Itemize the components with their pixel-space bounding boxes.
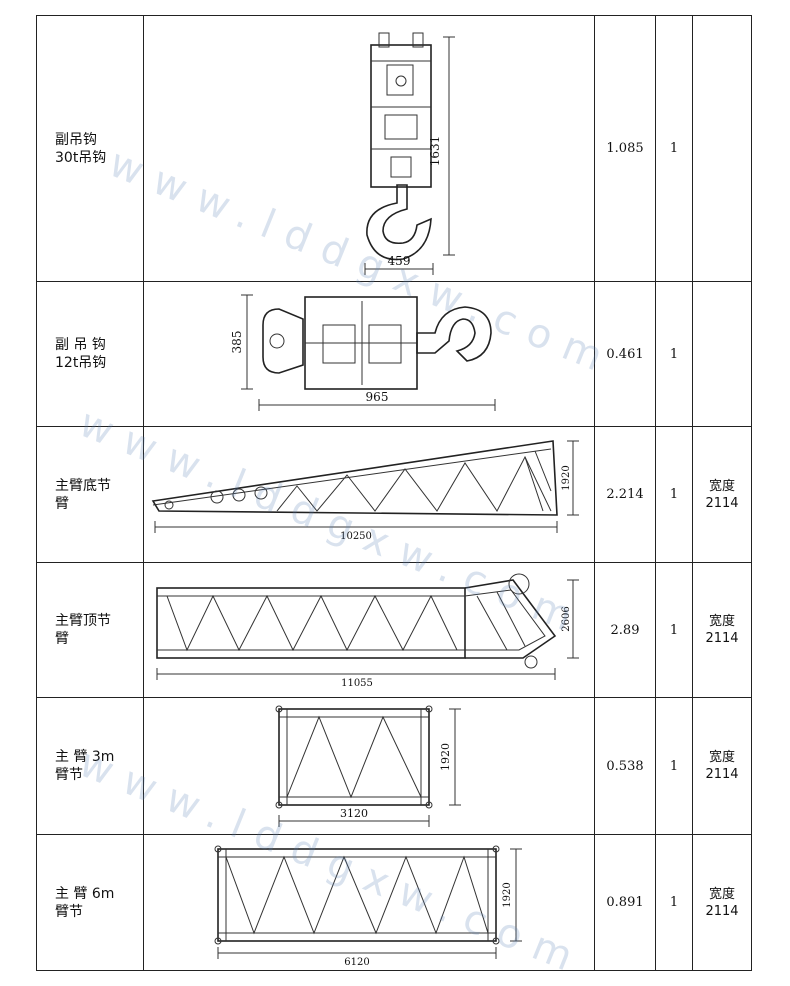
component-name-cell: 副 吊 钩 12t吊钩 (36, 281, 144, 427)
boom-base-section-drawing: 1920 10250 (151, 439, 579, 542)
width-dimension: 965 (366, 390, 389, 404)
component-name-cell: 主 臂 6m 臂节 (36, 834, 144, 971)
note-value: 2114 (705, 495, 739, 511)
width-dimension: 6120 (344, 957, 369, 967)
note-label: 宽度 (708, 478, 735, 494)
height-dimension: 385 (230, 331, 244, 354)
quantity-cell: 1 (655, 697, 693, 835)
height-dimension: 1920 (502, 882, 513, 907)
height-dimension: 1920 (439, 743, 452, 771)
component-spec-table: 副吊钩 30t吊钩 1631 (36, 15, 752, 971)
drawing-cell: 1920 10250 (143, 426, 595, 563)
quantity-cell: 1 (655, 426, 693, 563)
drawing-cell: 385 965 (143, 281, 595, 427)
component-subname: 30t吊钩 (55, 149, 107, 166)
note-value: 2114 (705, 903, 739, 919)
table-row: 主 臂 6m 臂节 1920 6 (36, 834, 752, 971)
width-dimension: 11055 (341, 678, 373, 689)
note-value: 2114 (705, 767, 739, 782)
hook-12t-drawing: 385 965 (230, 294, 496, 411)
note-cell: 宽度 2114 (692, 834, 752, 971)
width-dimension: 459 (388, 254, 411, 268)
component-name: 主臂顶节 (55, 613, 111, 629)
note-cell (692, 15, 752, 282)
component-name: 主 臂 6m (55, 885, 115, 902)
component-name-cell: 副吊钩 30t吊钩 (36, 15, 144, 282)
weight-cell: 1.085 (594, 15, 656, 282)
hook-30t-drawing: 1631 459 (364, 32, 455, 275)
note-label: 宽度 (708, 750, 735, 765)
component-subname: 臂节 (55, 903, 83, 920)
table-row: 主臂底节 臂 1920 10250 2 (36, 426, 752, 563)
width-dimension: 10250 (340, 531, 372, 542)
component-name-cell: 主臂底节 臂 (36, 426, 144, 563)
height-dimension: 1920 (561, 465, 572, 490)
height-dimension: 1631 (428, 135, 442, 166)
note-cell: 宽度 2114 (692, 562, 752, 698)
note-label: 宽度 (708, 614, 735, 629)
component-name-cell: 主臂顶节 臂 (36, 562, 144, 698)
weight-cell: 0.538 (594, 697, 656, 835)
drawing-cell: 1920 3120 (143, 697, 595, 835)
component-subname: 臂 (55, 631, 69, 647)
drawing-cell: 2606 11055 (143, 562, 595, 698)
weight-cell: 2.89 (594, 562, 656, 698)
boom-top-section-drawing: 2606 11055 (156, 573, 579, 689)
component-name: 副吊钩 (55, 131, 97, 148)
component-subname: 12t吊钩 (55, 355, 107, 371)
component-name-cell: 主 臂 3m 臂节 (36, 697, 144, 835)
component-subname: 臂 (55, 495, 69, 512)
component-name: 主臂底节 (55, 477, 111, 494)
height-dimension: 2606 (561, 606, 572, 631)
table-row: 副 吊 钩 12t吊钩 385 965 (36, 281, 752, 427)
width-dimension: 3120 (340, 807, 368, 820)
note-value: 2114 (705, 631, 739, 646)
note-cell: 宽度 2114 (692, 426, 752, 563)
weight-cell: 0.891 (594, 834, 656, 971)
drawing-cell: 1631 459 (143, 15, 595, 282)
boom-6m-section-drawing: 1920 6120 (214, 845, 522, 967)
table-row: 主 臂 3m 臂节 1920 3 (36, 697, 752, 835)
note-label: 宽度 (708, 886, 735, 902)
boom-3m-section-drawing: 1920 3120 (275, 705, 461, 827)
note-cell (692, 281, 752, 427)
component-name: 副 吊 钩 (55, 337, 106, 353)
quantity-cell: 1 (655, 562, 693, 698)
drawing-cell: 1920 6120 (143, 834, 595, 971)
quantity-cell: 1 (655, 281, 693, 427)
component-name: 主 臂 3m (55, 749, 115, 765)
note-cell: 宽度 2114 (692, 697, 752, 835)
weight-cell: 2.214 (594, 426, 656, 563)
weight-cell: 0.461 (594, 281, 656, 427)
quantity-cell: 1 (655, 834, 693, 971)
component-subname: 臂节 (55, 767, 83, 783)
table-row: 副吊钩 30t吊钩 1631 (36, 15, 752, 282)
table-row: 主臂顶节 臂 2606 11055 2 (36, 562, 752, 698)
quantity-cell: 1 (655, 15, 693, 282)
